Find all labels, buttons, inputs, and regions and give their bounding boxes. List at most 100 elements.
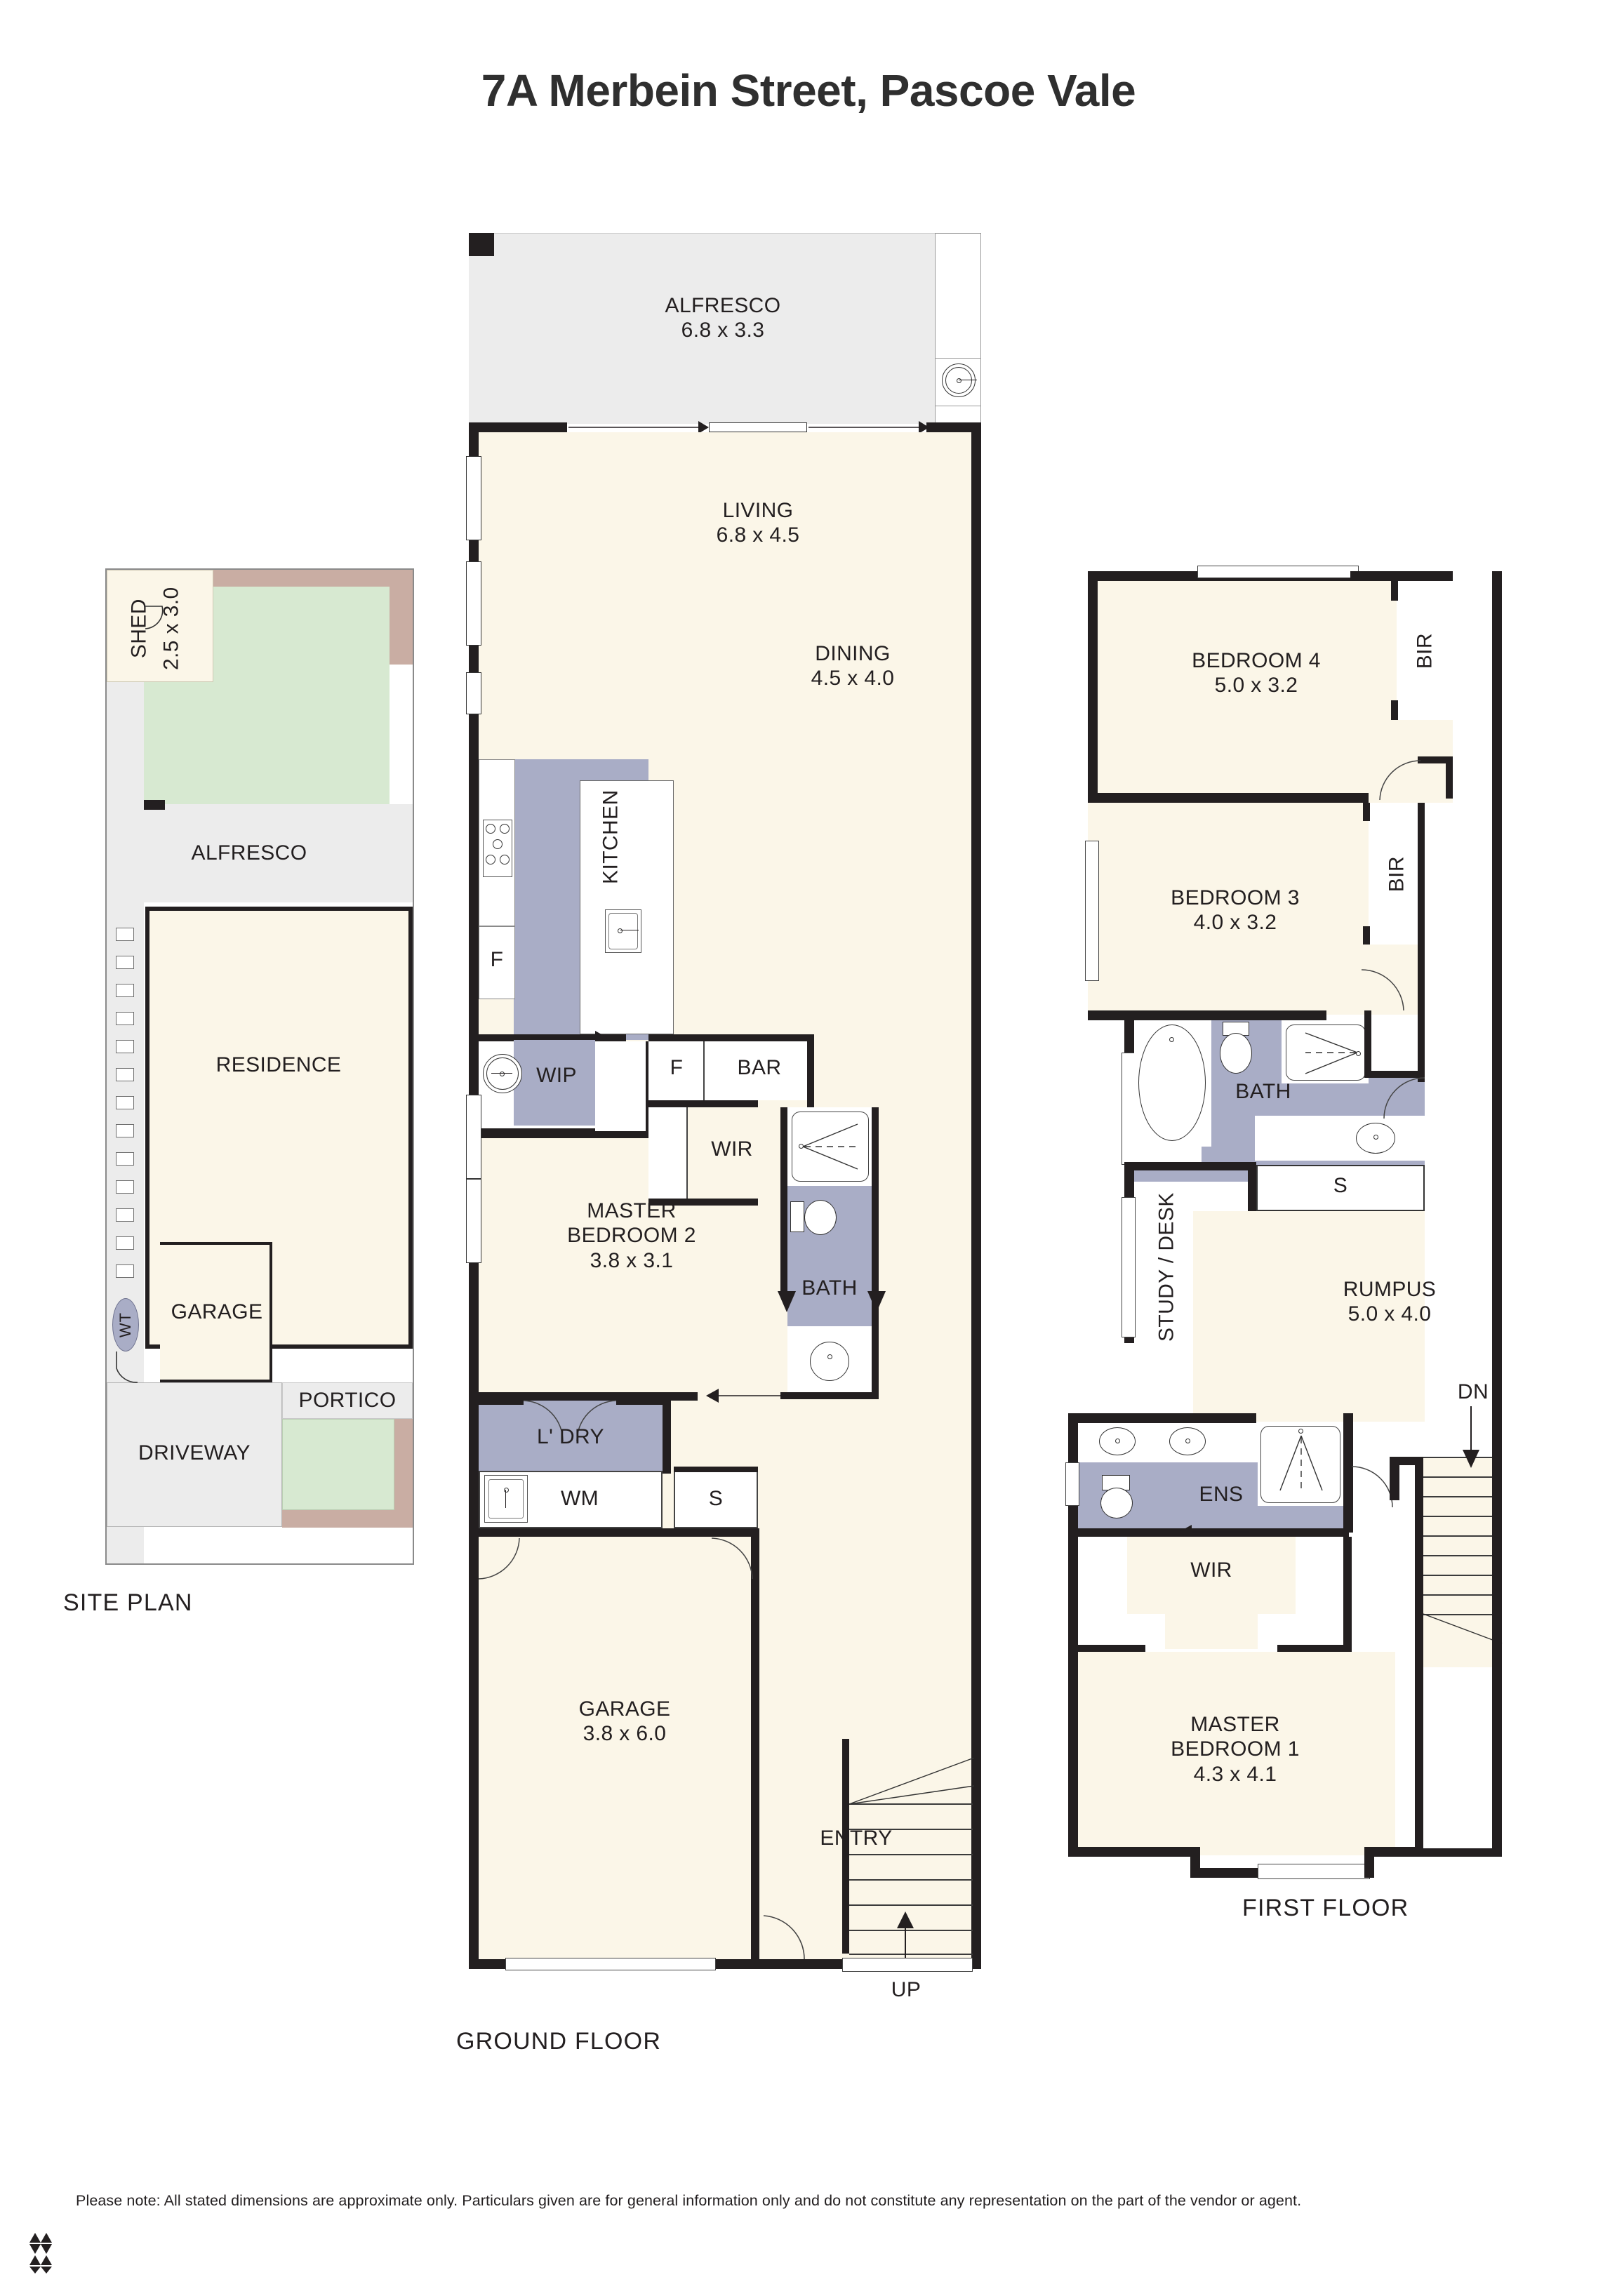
gf-room-label-living: LIVING 6.8 x 4.5 bbox=[716, 499, 800, 547]
gf-room-label-alfresco: ALFRESCO 6.8 x 3.3 bbox=[665, 294, 781, 342]
gf-sliding-door bbox=[709, 422, 807, 432]
ff-wall bbox=[1363, 803, 1370, 821]
ff-stair-tread bbox=[1423, 1614, 1502, 1615]
ff-wall bbox=[1418, 756, 1453, 763]
ff-stair-tread bbox=[1423, 1496, 1502, 1497]
ff-wall bbox=[1446, 756, 1453, 799]
diamond-lattice-logo bbox=[29, 2233, 52, 2274]
site-plan: SHED 2.5 x 3.0 ALFRESCO RESIDENCE GARAGE… bbox=[63, 568, 414, 1616]
gf-wall bbox=[479, 1396, 524, 1405]
gf-label-washing-machine: WM bbox=[560, 1487, 599, 1510]
gf-basin-tap-icon bbox=[827, 1354, 832, 1359]
ff-wir-floor-2 bbox=[1165, 1537, 1258, 1649]
site-room-label-portico: PORTICO bbox=[298, 1389, 397, 1412]
fence-post bbox=[116, 1096, 134, 1109]
gf-window bbox=[466, 456, 481, 540]
site-garage bbox=[160, 1242, 272, 1382]
gf-wall bbox=[872, 1107, 879, 1396]
ff-wall bbox=[1364, 1071, 1425, 1078]
ff-basin-tap-icon bbox=[1373, 1135, 1378, 1140]
gf-room-label-entry: ENTRY bbox=[820, 1827, 893, 1850]
fence-post bbox=[116, 1264, 134, 1278]
gf-stair-tread bbox=[849, 1803, 973, 1805]
gf-door-swing-arrow bbox=[568, 417, 709, 438]
ff-wall bbox=[1068, 1847, 1195, 1857]
gf-wall bbox=[479, 1131, 647, 1138]
gf-wall bbox=[663, 1396, 671, 1474]
ff-shower-spray-icon bbox=[1305, 1032, 1358, 1074]
ground-floor-caption: GROUND FLOOR bbox=[456, 2028, 662, 2055]
gf-burner-icon bbox=[486, 855, 495, 865]
gf-entry-window bbox=[842, 1958, 973, 1972]
site-room-label-residence: RESIDENCE bbox=[215, 1053, 342, 1076]
ff-ens-toilet-icon bbox=[1100, 1488, 1133, 1519]
ff-bir-1 bbox=[1397, 581, 1453, 720]
gf-room-label-kitchen: KITCHEN bbox=[599, 789, 623, 884]
gf-service-divider bbox=[935, 358, 981, 359]
gf-burner-icon bbox=[500, 824, 510, 834]
fence-post bbox=[116, 984, 134, 997]
site-shed-box bbox=[107, 570, 213, 682]
gf-wall bbox=[648, 1034, 814, 1041]
fence-post bbox=[116, 928, 134, 941]
fence-post bbox=[116, 1236, 134, 1250]
ff-stair-winder-line bbox=[1423, 1613, 1503, 1644]
gf-sink-basin-icon bbox=[608, 913, 638, 949]
ff-wall bbox=[1418, 1015, 1425, 1082]
gf-stair-tread bbox=[849, 1904, 973, 1906]
ff-stair-tread bbox=[1423, 1516, 1502, 1517]
ff-wall bbox=[1088, 1010, 1326, 1020]
ff-wall bbox=[1363, 926, 1370, 945]
ff-wall bbox=[1364, 1010, 1371, 1074]
gf-bed2-entry-arrow bbox=[706, 1387, 783, 1405]
ff-room-label-rumpus: RUMPUS 5.0 x 4.0 bbox=[1343, 1278, 1437, 1326]
gf-burner-icon bbox=[500, 855, 510, 865]
fence-post bbox=[116, 1124, 134, 1137]
gf-stair-winder-line bbox=[849, 1758, 975, 1805]
gf-stair-tread bbox=[849, 1930, 973, 1931]
ff-wall bbox=[1343, 1413, 1353, 1533]
ff-window-bed4 bbox=[1197, 566, 1359, 578]
ff-wall bbox=[1418, 945, 1425, 1015]
gf-window bbox=[466, 1179, 481, 1263]
ff-toilet-icon bbox=[1220, 1033, 1252, 1074]
ff-ens-tap-icon bbox=[1115, 1439, 1120, 1443]
gf-stair-tread bbox=[849, 1854, 973, 1855]
gf-fridge-recess bbox=[479, 926, 515, 999]
gf-stair-tread bbox=[849, 1879, 973, 1881]
gf-label-fridge: F bbox=[490, 948, 504, 971]
gf-wir-shelf bbox=[648, 1107, 688, 1199]
ff-bir-2 bbox=[1369, 803, 1425, 945]
ff-window-bath bbox=[1122, 1053, 1136, 1165]
gf-window bbox=[466, 672, 481, 714]
ff-stair-tread bbox=[1423, 1594, 1502, 1596]
ff-label-bir-2: BIR bbox=[1385, 856, 1409, 893]
ff-window-ens bbox=[1065, 1462, 1079, 1506]
ff-stair-fill bbox=[1423, 1457, 1500, 1667]
gf-room-label-master-bedroom-2: MASTER BEDROOM 2 3.8 x 3.1 bbox=[567, 1199, 696, 1272]
gf-window bbox=[466, 1095, 481, 1179]
ff-ens-shower-spray-icon bbox=[1279, 1435, 1323, 1491]
fence-post bbox=[116, 1068, 134, 1081]
ff-wall-top bbox=[1350, 571, 1453, 581]
water-tank-marker: WT bbox=[112, 1298, 139, 1351]
ff-wall bbox=[1364, 1847, 1422, 1857]
gf-window bbox=[466, 561, 481, 646]
gf-label-laundry: L' DRY bbox=[537, 1425, 604, 1448]
gf-stair-direction-label: UP bbox=[891, 1978, 921, 2001]
ff-stair-wall bbox=[1415, 1457, 1423, 1857]
gf-basin-icon bbox=[810, 1342, 849, 1381]
gf-bar-recess bbox=[705, 1041, 814, 1100]
ff-shower-head-dot bbox=[1356, 1051, 1361, 1056]
ff-room-label-bedroom-3: BEDROOM 3 4.0 x 3.2 bbox=[1171, 886, 1300, 935]
gf-wall bbox=[479, 1528, 758, 1537]
ff-wall bbox=[1277, 1645, 1349, 1652]
ff-stair-tread bbox=[1423, 1535, 1502, 1537]
gf-wall bbox=[648, 1199, 758, 1206]
gf-burner-icon bbox=[486, 824, 495, 834]
ff-room-label-bedroom-4: BEDROOM 4 5.0 x 3.2 bbox=[1192, 649, 1321, 698]
ff-stair-dn-arrow bbox=[1463, 1406, 1479, 1468]
ff-bedroom4-fill bbox=[1088, 571, 1453, 803]
ff-ens-entry-arrow bbox=[1179, 1523, 1249, 1541]
ff-room-label-master-bedroom-1: MASTER BEDROOM 1 4.3 x 4.1 bbox=[1171, 1713, 1300, 1786]
